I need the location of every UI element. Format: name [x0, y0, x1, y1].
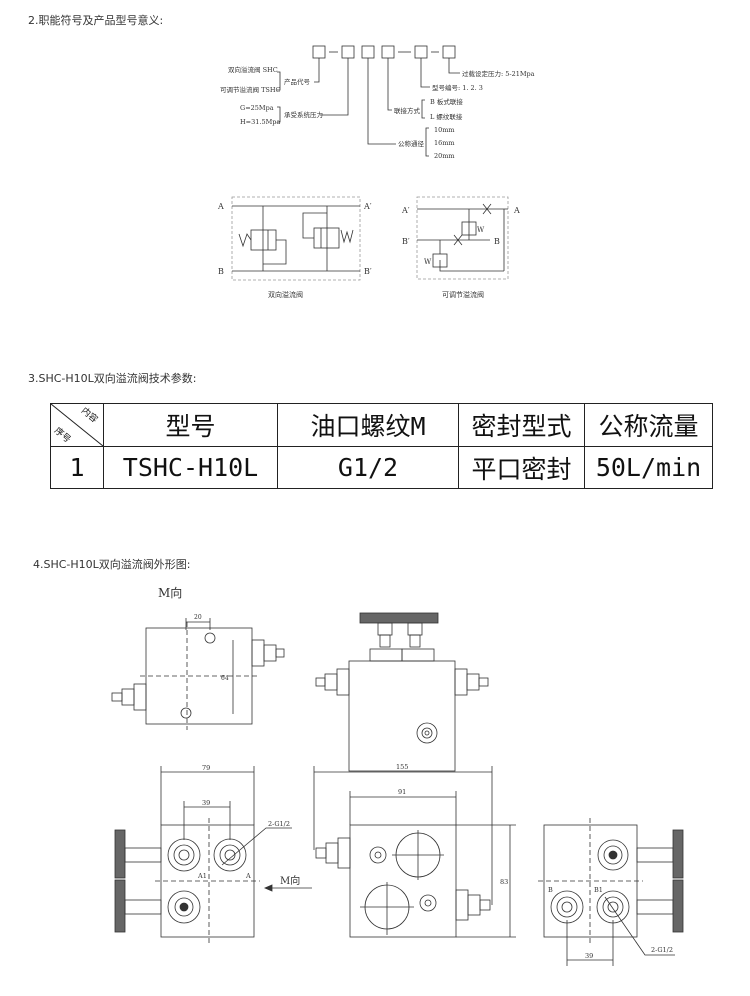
dim-20: 20: [194, 614, 202, 621]
table-cell: 平口密封: [458, 446, 585, 489]
port-a-label: A: [217, 202, 224, 211]
header-cell: 公称流量: [584, 403, 713, 447]
circuit-caption: 可调节溢流阀: [442, 290, 484, 299]
product-tshc-text: 可调节溢流阀 TSHC: [220, 85, 281, 94]
circuit-adjustable-relief: A′ A B′ B W W 可调节溢流阀: [401, 196, 520, 299]
dim-83: 83: [500, 878, 508, 886]
model-number-text: 型号编号: 1. 2. 3: [432, 83, 483, 92]
dim-91: 91: [398, 788, 406, 796]
section-4-title: 4.SHC-H10L双向溢流阀外形图:: [33, 558, 191, 571]
bore-option: 10mm: [434, 126, 455, 134]
spring-label: W: [424, 258, 432, 266]
bore-option: 20mm: [434, 152, 455, 160]
left-side-view-drawing: 79 39 2-G1/2 A1 A M向: [114, 764, 312, 943]
port-a2-label: A′: [401, 206, 410, 215]
front-view-drawing: 155 91 83: [313, 763, 516, 938]
m-view-drawing: M向 20 64: [111, 585, 285, 730]
view-m-label: M向: [158, 585, 182, 600]
spec-table: 内容 序号 型号 油口螺纹M 密封型式 公称流量 1 TSHC-H10L G1/…: [50, 403, 713, 489]
connection-b-text: B 板式联接: [430, 97, 463, 106]
port-g-label: 2-G1/2: [651, 946, 673, 954]
bore-option: 16mm: [434, 139, 455, 147]
model-code-diagram: 过载设定压力: 5-21Mpa 型号编号: 1. 2. 3 联接方式 B 板式联…: [220, 45, 535, 160]
connection-l-text: L 螺纹联接: [430, 112, 463, 121]
dim-39: 39: [585, 952, 593, 960]
corner-cell: 内容 序号: [50, 403, 104, 447]
connection-label: 联接方式: [394, 106, 421, 115]
port-a2-label: A′: [363, 202, 372, 211]
header-cell: 型号: [103, 403, 278, 447]
port-b-label: B: [494, 237, 500, 246]
port-b2-label: B′: [364, 267, 372, 276]
table-row: 1 TSHC-H10L G1/2 平口密封 50L/min: [50, 446, 713, 489]
table-cell: TSHC-H10L: [103, 446, 278, 489]
pressure-h-text: H=31.5Mpa: [240, 118, 280, 126]
dim-79: 79: [202, 764, 210, 772]
dim-155: 155: [396, 763, 408, 771]
right-side-view-drawing: B B1 39 2-G1/2: [538, 818, 684, 966]
circuit-caption: 双向溢流阀: [268, 290, 303, 299]
overload-pressure-text: 过载设定压力: 5-21Mpa: [462, 69, 535, 78]
port-a-label: A: [513, 206, 520, 215]
bore-label: 公称通径: [398, 139, 425, 148]
product-label: 产品代号: [284, 77, 311, 86]
port-b1-label: B1: [594, 886, 603, 894]
port-b-label: B: [218, 267, 224, 276]
header-cell: 油口螺纹M: [277, 403, 459, 447]
section-3-title: 3.SHC-H10L双向溢流阀技术参数:: [28, 372, 197, 385]
table-cell: G1/2: [277, 446, 459, 489]
port-g-label: 2-G1/2: [268, 820, 290, 828]
pressure-label: 承受系统压力: [284, 110, 323, 119]
top-view-drawing: [315, 612, 489, 772]
spring-label: W: [477, 226, 485, 234]
table-header-row: 内容 序号 型号 油口螺纹M 密封型式 公称流量: [50, 403, 713, 447]
dim-39: 39: [202, 799, 210, 807]
row-index: 1: [50, 446, 104, 489]
port-b2-label: B′: [402, 237, 410, 246]
port-a-label: A: [245, 872, 251, 880]
arrow-m-label: M向: [280, 874, 300, 887]
circuit-bidirectional-relief: A A′ B B′ 双向溢流阀: [217, 196, 372, 299]
port-a1-label: A1: [197, 872, 207, 880]
dim-64: 64: [221, 675, 229, 682]
section-2-title: 2.职能符号及产品型号意义:: [28, 14, 164, 27]
product-shc-text: 双向溢流阀 SHC: [228, 65, 278, 74]
pressure-g-text: G=25Mpa: [240, 104, 274, 112]
port-b-label: B: [548, 886, 553, 894]
header-cell: 密封型式: [458, 403, 585, 447]
table-cell: 50L/min: [584, 446, 713, 489]
